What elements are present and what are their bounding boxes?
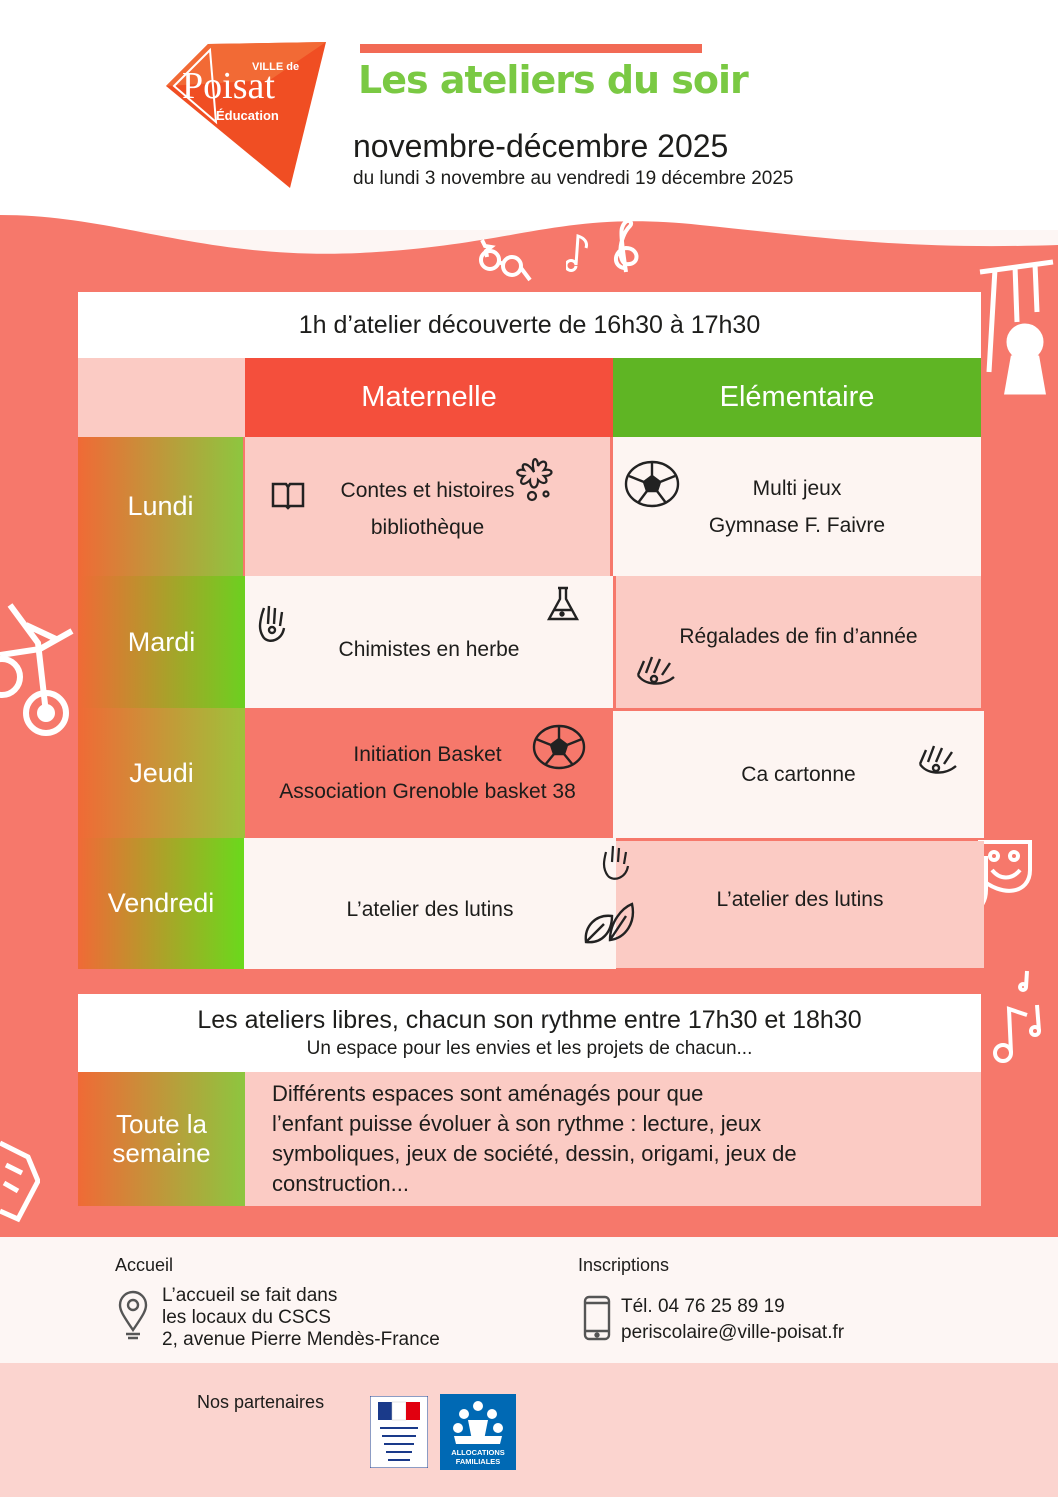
accueil-address: L’accueil se fait dans les locaux du CSC… bbox=[162, 1285, 440, 1351]
activity-line: L’atelier des lutins bbox=[346, 898, 514, 921]
inscriptions-label: Inscriptions bbox=[578, 1255, 670, 1275]
info-section bbox=[0, 1237, 1058, 1363]
period: novembre-décembre 2025 bbox=[353, 128, 729, 164]
republique-francaise-logo bbox=[370, 1396, 428, 1468]
date-range: du lundi 3 novembre au vendredi 19 décem… bbox=[353, 168, 794, 189]
activity-line: Contes et histoires bbox=[340, 478, 515, 502]
day-label-mardi: Mardi bbox=[78, 576, 245, 708]
caf-logo: ALLOCATIONS FAMILIALES bbox=[440, 1394, 516, 1470]
activity-lundi-elementaire: Multi jeux Gymnase F. Faivre bbox=[613, 437, 981, 576]
logo-sub: Éducation bbox=[216, 108, 279, 123]
activity-line: Ca cartonne bbox=[741, 763, 856, 786]
flask-icon bbox=[546, 586, 580, 621]
libre-label-line: semaine bbox=[112, 1138, 211, 1168]
activity-jeudi-maternelle: Initiation Basket Association Grenoble b… bbox=[245, 708, 610, 838]
libre-heading-box: Les ateliers libres, chacun son rythme e… bbox=[78, 994, 981, 1072]
header: VILLE de Poisat Éducation Les ateliers d… bbox=[0, 0, 1058, 230]
caf-line-2: FAMILIALES bbox=[456, 1457, 501, 1466]
glasses-icon bbox=[479, 239, 532, 282]
accueil-label: Accueil bbox=[115, 1255, 174, 1275]
column-header-maternelle: Maternelle bbox=[245, 358, 613, 437]
book-icon bbox=[271, 482, 305, 510]
corner-cell bbox=[78, 358, 245, 437]
activity-line: Chimistes en herbe bbox=[338, 637, 520, 661]
splash-icon bbox=[516, 458, 553, 502]
activity-line: Association Grenoble basket 38 bbox=[279, 780, 576, 803]
hand-paint-icon bbox=[602, 845, 630, 880]
hand-paint-icon bbox=[636, 656, 675, 685]
activity-line: Régalades de fin d’année bbox=[679, 624, 918, 648]
activity-vendredi-maternelle: L’atelier des lutins bbox=[244, 838, 616, 969]
libre-subheading: Un espace pour les envies et les projets… bbox=[306, 1038, 753, 1059]
contact-email[interactable]: periscolaire@ville-poisat.fr bbox=[621, 1322, 845, 1343]
page-title: Les ateliers du soir bbox=[358, 58, 749, 102]
activity-mardi-elementaire: Régalades de fin d’année bbox=[616, 576, 981, 708]
logo-name: Poisat bbox=[182, 65, 275, 107]
libre-heading: Les ateliers libres, chacun son rythme e… bbox=[197, 1006, 862, 1034]
day-label-vendredi: Vendredi bbox=[78, 838, 244, 969]
activity-vendredi-elementaire: L’atelier des lutins bbox=[616, 841, 984, 968]
leaves-icon bbox=[584, 902, 635, 944]
music-note-icon bbox=[566, 233, 588, 272]
title-accent-bar bbox=[360, 44, 702, 53]
day-label-jeudi: Jeudi bbox=[78, 708, 245, 838]
tricycle-icon bbox=[0, 603, 74, 736]
puppet-icon bbox=[979, 259, 1054, 395]
ticket-icon bbox=[0, 1140, 40, 1223]
soccer-ball-icon bbox=[624, 460, 680, 508]
libre-line: symboliques, jeux de société, dessin, or… bbox=[272, 1141, 797, 1166]
music-notes-icon bbox=[993, 970, 1041, 1063]
phone-icon bbox=[583, 1295, 611, 1341]
accueil-line: 2, avenue Pierre Mendès-France bbox=[162, 1329, 440, 1350]
libre-line: l’enfant puisse évoluer à son rythme : l… bbox=[272, 1111, 762, 1136]
location-pin-icon bbox=[118, 1290, 148, 1340]
caf-line-1: ALLOCATIONS bbox=[451, 1448, 505, 1457]
libre-label: Toute la semaine bbox=[78, 1072, 245, 1206]
accueil-line: les locaux du CSCS bbox=[162, 1307, 331, 1328]
libre-label-line: Toute la bbox=[115, 1109, 208, 1139]
accueil-line: L’accueil se fait dans bbox=[162, 1285, 338, 1306]
activity-line: Multi jeux bbox=[752, 476, 842, 500]
hand-paint-icon bbox=[918, 745, 957, 774]
activity-jeudi-elementaire: Ca cartonne bbox=[613, 711, 984, 838]
activity-mardi-maternelle: Chimistes en herbe bbox=[245, 576, 613, 708]
basketball-icon bbox=[532, 724, 586, 770]
treble-clef-icon bbox=[614, 219, 639, 273]
libre-line: Différents espaces sont aménagés pour qu… bbox=[272, 1081, 704, 1106]
libre-line: construction... bbox=[272, 1171, 409, 1196]
contact-phone[interactable]: Tél. 04 76 25 89 19 bbox=[621, 1296, 785, 1317]
column-header-elementaire: Elémentaire bbox=[613, 358, 981, 437]
libre-description: Différents espaces sont aménagés pour qu… bbox=[245, 1072, 981, 1206]
day-label-lundi: Lundi bbox=[78, 437, 243, 576]
activity-line: Initiation Basket bbox=[353, 743, 502, 766]
partners-label: Nos partenaires bbox=[197, 1392, 325, 1412]
activity-line: L’atelier des lutins bbox=[716, 888, 884, 911]
hand-paint-icon bbox=[258, 605, 286, 642]
logo-ville: VILLE de bbox=[252, 61, 299, 73]
activity-lundi-maternelle: Contes et histoires bibliothèque bbox=[245, 437, 610, 576]
partners-section bbox=[0, 1363, 1058, 1497]
activity-line: bibliothèque bbox=[370, 515, 485, 539]
activity-line: Gymnase F. Faivre bbox=[708, 513, 886, 537]
discovery-heading: 1h d’atelier découverte de 16h30 à 17h30 bbox=[78, 292, 981, 358]
ville-poisat-logo: VILLE de Poisat Éducation bbox=[166, 42, 326, 188]
